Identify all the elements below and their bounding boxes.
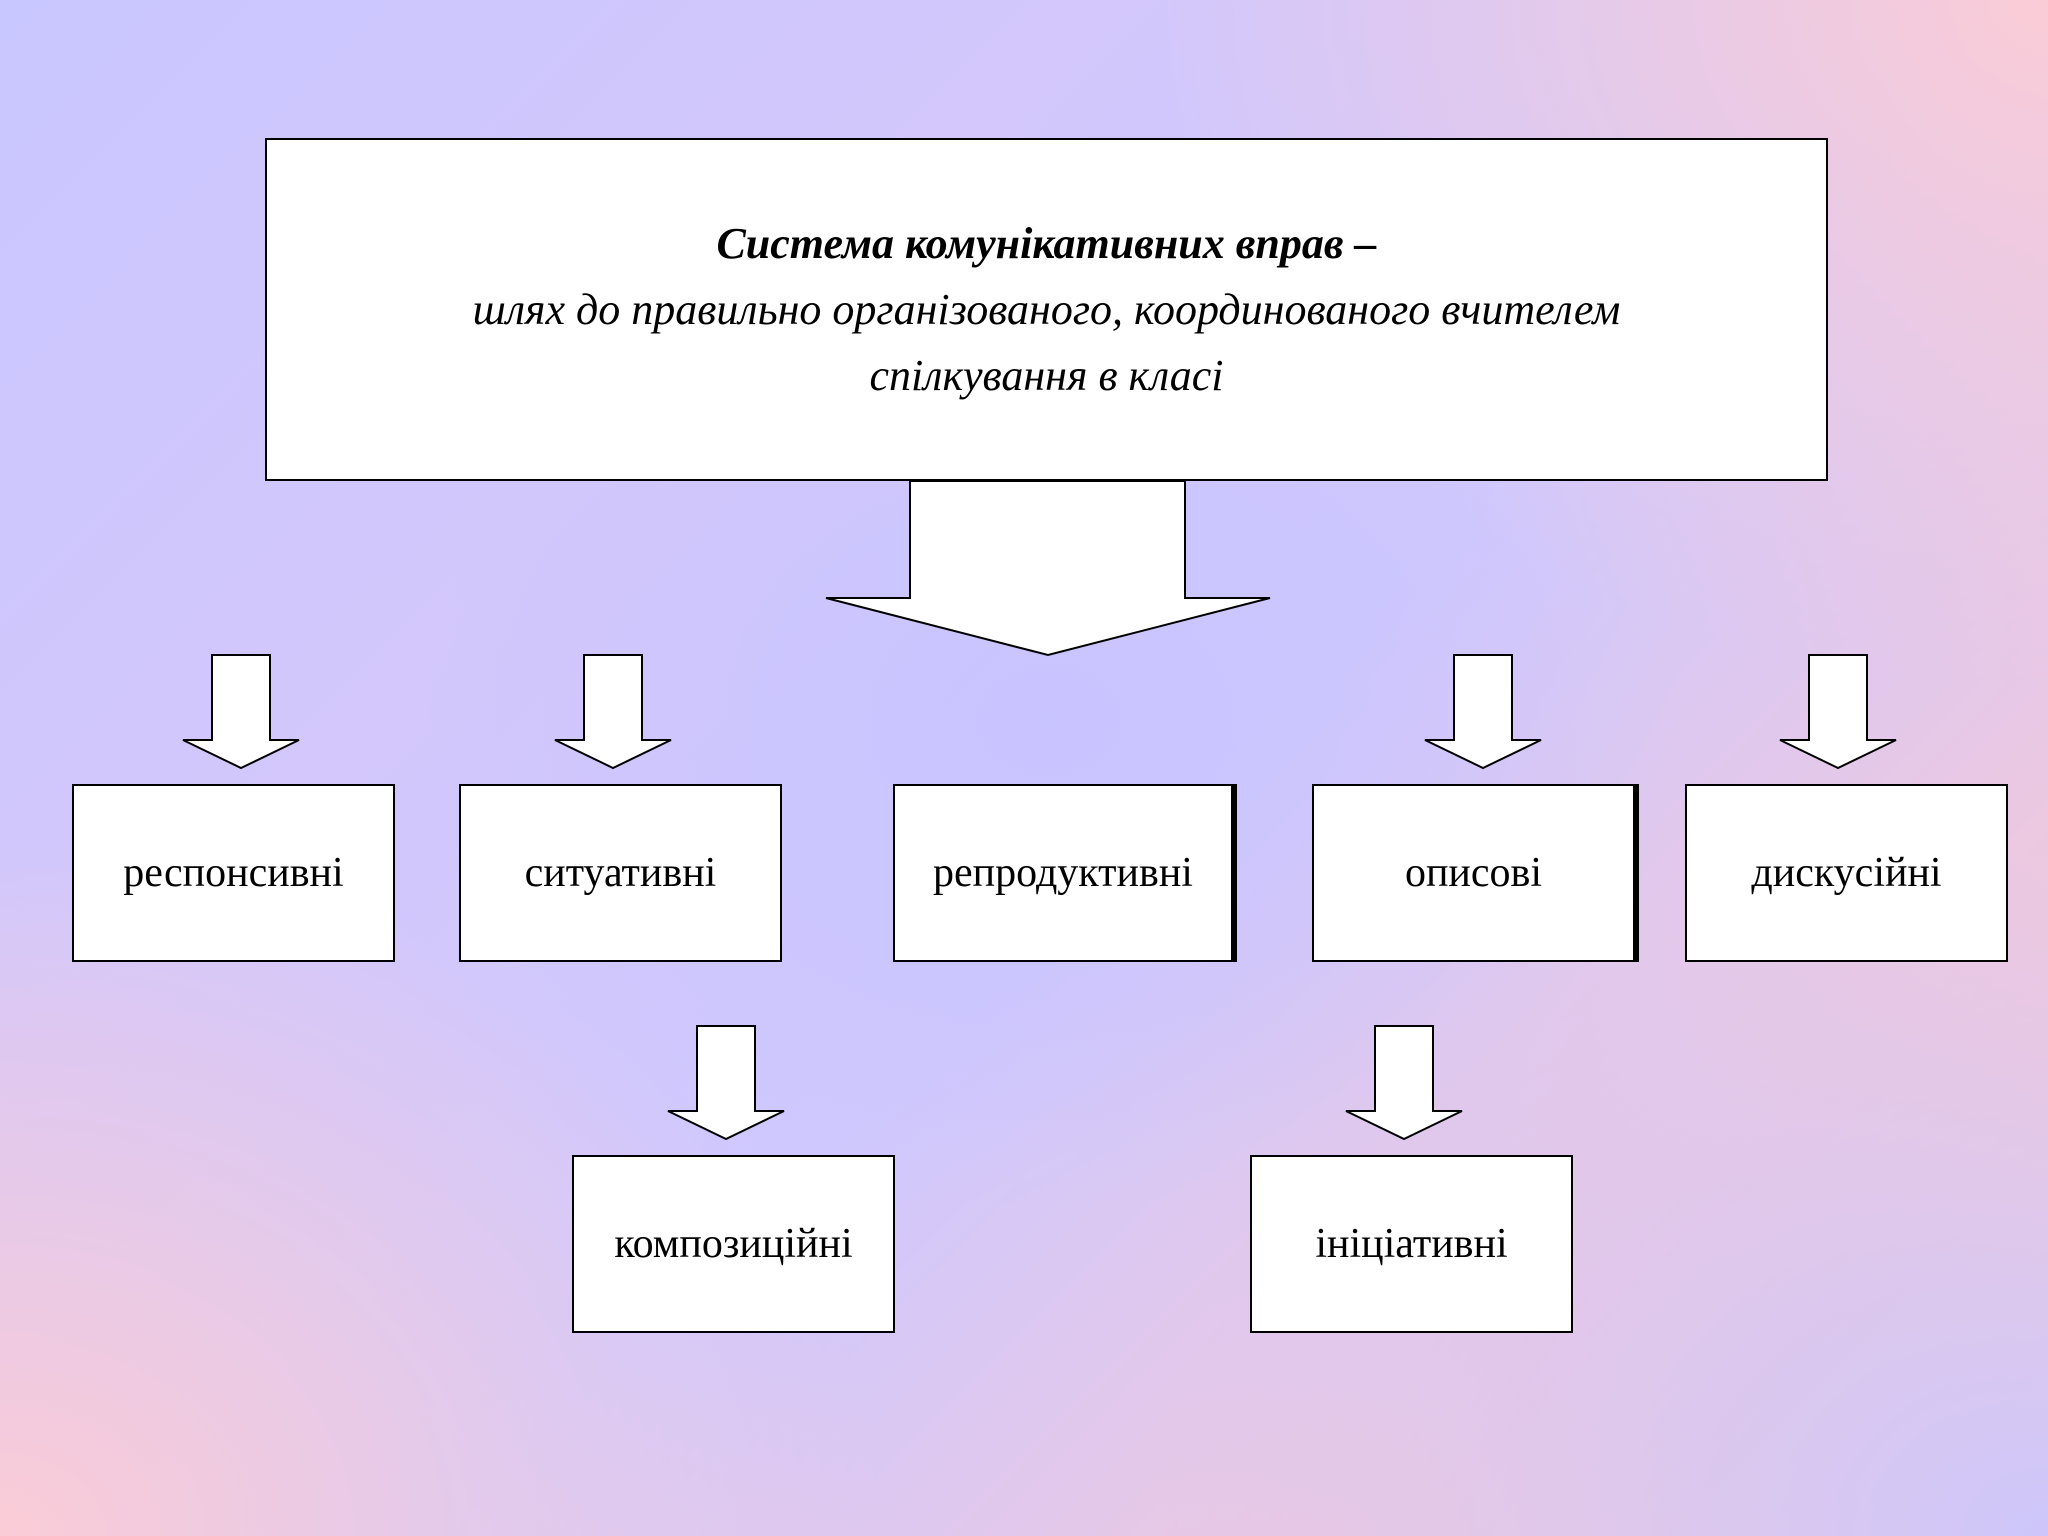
arrow-to-situational bbox=[554, 654, 672, 770]
subcategory-box-compositional: композиційні bbox=[572, 1155, 895, 1333]
arrow-to-initiative bbox=[1345, 1025, 1463, 1141]
arrow-to-compositional bbox=[667, 1025, 785, 1141]
category-label: дискусійні bbox=[1751, 850, 1942, 896]
category-label: респонсивні bbox=[123, 850, 344, 896]
main-concept-box: Система комунікативних вправ – шлях до п… bbox=[265, 138, 1828, 481]
subcategory-box-initiative: ініціативні bbox=[1250, 1155, 1573, 1333]
arrow-to-discussion bbox=[1779, 654, 1897, 770]
category-box-descriptive: описові bbox=[1312, 784, 1635, 962]
main-down-arrow bbox=[825, 480, 1271, 657]
main-subtitle-line-1: шлях до правильно організованого, коорди… bbox=[472, 284, 1621, 334]
category-label: репродуктивні bbox=[933, 850, 1193, 896]
subcategory-label: ініціативні bbox=[1315, 1221, 1508, 1267]
main-title: Система комунікативних вправ – bbox=[716, 218, 1377, 268]
arrow-to-responsive bbox=[182, 654, 300, 770]
category-box-responsive: респонсивні bbox=[72, 784, 395, 962]
category-box-situational: ситуативні bbox=[459, 784, 782, 962]
category-label: ситуативні bbox=[524, 850, 717, 896]
category-box-discussion: дискусійні bbox=[1685, 784, 2008, 962]
main-subtitle-line-2: спілкування в класі bbox=[869, 350, 1224, 400]
category-label: описові bbox=[1404, 850, 1543, 896]
category-box-reproductive: репродуктивні bbox=[893, 784, 1233, 962]
arrow-to-descriptive bbox=[1424, 654, 1542, 770]
subcategory-label: композиційні bbox=[614, 1221, 853, 1267]
